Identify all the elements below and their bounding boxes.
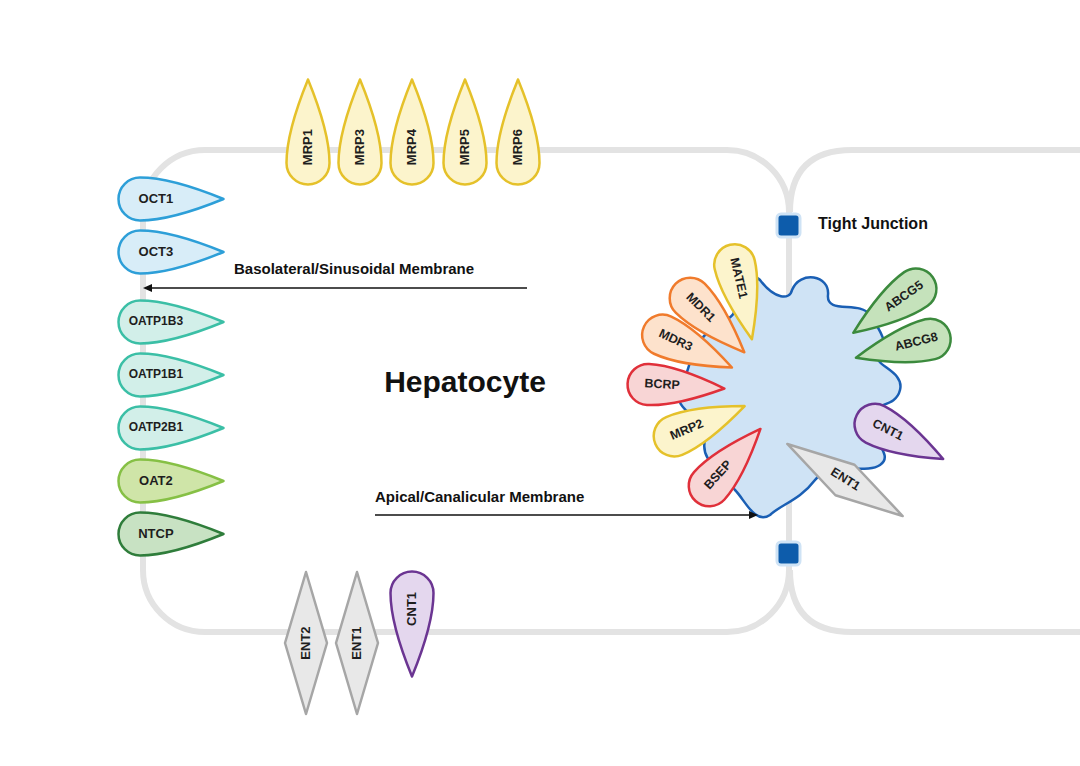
transporter-name: ENT1 [350, 626, 364, 659]
transporter-name: NTCP [138, 527, 173, 541]
transporter-drop: OATP2B1 [117, 405, 225, 451]
transporter-drop: NTCP [117, 511, 225, 557]
transporter-drop: MRP1 [285, 78, 331, 186]
transporter-name: OAT2 [139, 474, 173, 488]
transporter-name: MRP6 [511, 129, 525, 165]
transporter-diamond: ENT1 [334, 570, 380, 716]
transporter-drop: BCRP [625, 361, 727, 410]
transporter-name: MATE1 [726, 257, 749, 300]
transporter-shape [497, 80, 540, 185]
text-holder: OATP1B3 [117, 299, 195, 345]
annotation-label: Tight Junction [818, 215, 928, 233]
transporter-drop: OATP1B1 [117, 352, 225, 398]
transporter-shape [444, 80, 487, 185]
transporter-name: BSEP [702, 458, 735, 493]
transporter-shape [119, 231, 224, 274]
transporter-name: ENT1 [828, 466, 862, 495]
transporter-name: MRP5 [458, 129, 472, 165]
transporter-shape [680, 415, 775, 515]
text-holder: OCT3 [117, 229, 195, 275]
transporter-name: BCRP [644, 377, 680, 393]
arrow-head [749, 511, 758, 519]
transporter-shape [119, 460, 224, 503]
text-holder: MRP4 [389, 108, 435, 186]
arrow-head [143, 284, 152, 292]
transporter-shape [119, 301, 224, 344]
transporter-drop: CNT1 [389, 570, 435, 678]
cell-name: Hepatocyte [335, 365, 595, 399]
text-holder: MRP3 [337, 108, 383, 186]
transporter-name: MRP2 [668, 417, 705, 443]
transporter-name: OCT3 [139, 245, 174, 259]
hepatocyte-membrane [143, 150, 789, 632]
transporter-name: OATP1B3 [129, 315, 183, 328]
text-holder: MRP1 [285, 108, 331, 186]
text-holder: OCT1 [117, 176, 195, 222]
transporter-drop: OCT1 [117, 176, 225, 222]
transporter-shape [778, 429, 912, 532]
transporter-name: OATP1B1 [129, 368, 183, 381]
transporter-drop: OCT3 [117, 229, 225, 275]
annotation-label: Apical/Canalicular Membrane [375, 488, 584, 505]
text-holder: OATP1B1 [117, 352, 195, 398]
transporter-shape [627, 363, 726, 409]
transporter-name: OCT1 [139, 192, 174, 206]
text-holder: ENT2 [283, 570, 329, 716]
text-holder: OATP2B1 [117, 405, 195, 451]
transporter-shape [391, 572, 434, 677]
transporter-name: MRP3 [353, 129, 367, 165]
tight-junction [777, 542, 800, 565]
transporter-shape [285, 572, 327, 714]
transporter-shape [287, 80, 330, 185]
tight-junction [777, 214, 800, 237]
transporter-shape [339, 80, 382, 185]
neighbour-cell-membrane [790, 570, 1080, 632]
transporter-diamond: ENT2 [283, 570, 329, 716]
annotation-label: Basolateral/Sinusoidal Membrane [234, 260, 474, 277]
transporter-drop: MRP3 [337, 78, 383, 186]
transporter-drop: OAT2 [117, 458, 225, 504]
transporter-name: MDR1 [683, 291, 718, 326]
transporter-drop: MRP4 [389, 78, 435, 186]
text-holder: MRP6 [495, 108, 541, 186]
transporter-shape [119, 178, 224, 221]
transporter-shape [336, 572, 378, 714]
transporter-name: ENT2 [299, 626, 313, 659]
text-holder: ENT1 [334, 570, 380, 716]
transporter-name: MRP1 [301, 129, 315, 165]
transporter-shape [119, 354, 224, 397]
pointer-arrow [375, 514, 751, 516]
transporter-shape [119, 513, 224, 556]
text-holder: CNT1 [389, 570, 435, 648]
transporter-name: MDR3 [656, 327, 694, 354]
transporter-name: CNT1 [405, 592, 419, 626]
transporter-drop: OATP1B3 [117, 299, 225, 345]
transporter-name: ABCG5 [883, 279, 927, 315]
pointer-arrow [150, 287, 527, 289]
transporter-drop: MRP5 [442, 78, 488, 186]
transporter-shape [119, 407, 224, 450]
neighbour-cell-membrane [790, 150, 1080, 212]
transporter-name: MRP4 [405, 129, 419, 165]
transporter-name: CNT1 [870, 417, 905, 444]
text-holder: NTCP [117, 511, 195, 557]
transporter-shape [847, 397, 952, 478]
text-holder: MRP5 [442, 108, 488, 186]
text-holder: OAT2 [117, 458, 195, 504]
transporter-drop: MRP6 [495, 78, 541, 186]
transporter-shape [851, 314, 955, 377]
transporter-name: ABCG8 [894, 331, 940, 355]
text-holder: BCRP [625, 361, 699, 409]
transporter-name: OATP2B1 [129, 421, 183, 434]
transporter-shape [391, 80, 434, 185]
